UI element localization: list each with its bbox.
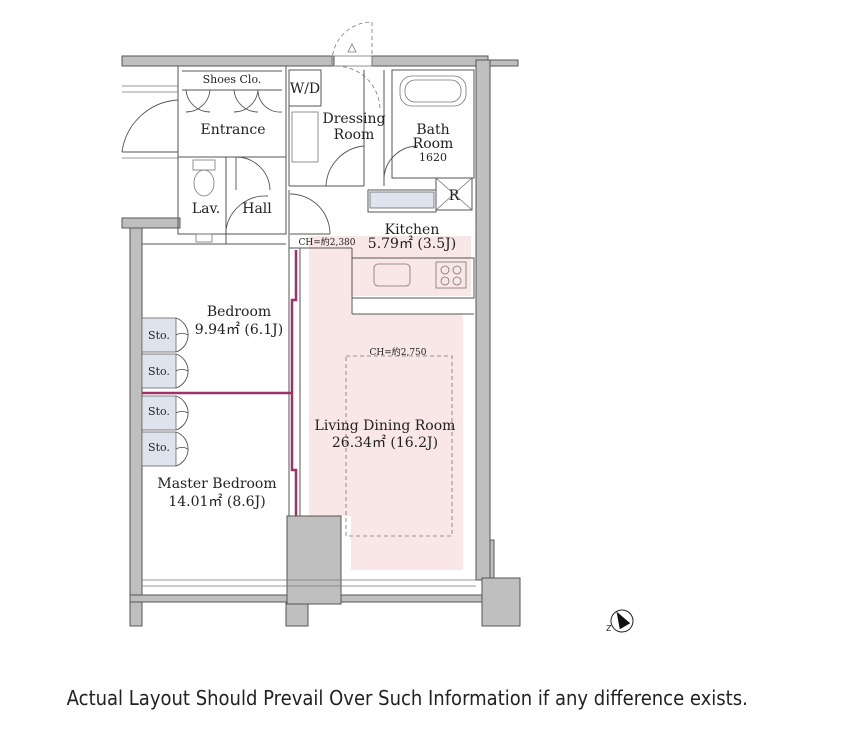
doors xyxy=(121,21,419,243)
lav-label: Lav. xyxy=(192,201,220,217)
exterior-walls xyxy=(121,55,521,627)
storage-closets xyxy=(141,317,189,467)
storage-label: Sto. xyxy=(148,329,170,342)
kitchen-label: Kitchen xyxy=(385,222,440,238)
storage-label: Sto. xyxy=(148,441,170,454)
bedroom-label: Bedroom xyxy=(207,304,271,320)
ceiling-height-kitchen: CH=約2,380 xyxy=(298,236,355,248)
boundary-lines xyxy=(122,85,476,587)
bath-label-2: Room xyxy=(413,136,454,152)
master-bedroom-label: Master Bedroom xyxy=(157,476,276,492)
room-labels: Shoes Clo. W/D Entrance Dressing Room Ba… xyxy=(148,73,460,510)
ceiling-height-living: CH=約2,750 xyxy=(369,346,426,358)
interior-walls xyxy=(142,65,475,516)
compass-north-letter: Z xyxy=(606,624,612,633)
disclaimer-text: Actual Layout Should Prevail Over Such I… xyxy=(66,686,748,710)
storage-label: Sto. xyxy=(148,365,170,378)
movable-partitions xyxy=(142,250,298,516)
dressing-label-2: Room xyxy=(334,127,375,143)
bath-label-1: Bath xyxy=(416,122,449,138)
living-highlight xyxy=(309,236,471,570)
ceiling-outline xyxy=(345,355,453,537)
bedroom-area: 9.94㎡ (6.1J) xyxy=(195,322,283,338)
bath-size-label: 1620 xyxy=(419,151,447,164)
hall-label: Hall xyxy=(242,201,272,217)
wd-label: W/D xyxy=(290,81,320,97)
refrigerator-label: R xyxy=(449,188,460,204)
compass-icon xyxy=(610,609,634,633)
living-area: 26.34㎡ (16.2J) xyxy=(332,435,438,451)
dressing-label-1: Dressing xyxy=(322,111,385,127)
living-label: Living Dining Room xyxy=(315,418,456,434)
shoes-closet-label: Shoes Clo. xyxy=(203,73,262,86)
storage-label: Sto. xyxy=(148,405,170,418)
kitchen-area: 5.79㎡ (3.5J) xyxy=(368,236,456,252)
entrance-label: Entrance xyxy=(200,122,265,138)
master-bedroom-area: 14.01㎡ (8.6J) xyxy=(168,494,265,510)
